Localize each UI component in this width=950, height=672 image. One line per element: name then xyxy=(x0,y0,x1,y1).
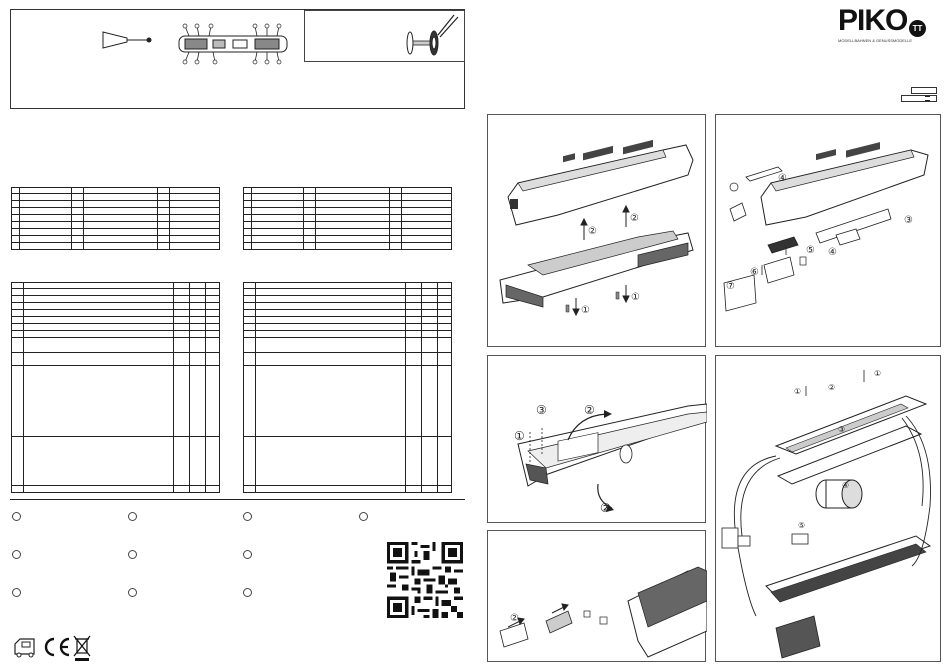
brand-tagline: MODELLBAHNEN & GENUSSMODELLE xyxy=(838,38,913,43)
step-label: ① xyxy=(631,292,640,303)
step-label: ④ xyxy=(842,481,849,490)
language-marker xyxy=(12,512,21,521)
language-marker xyxy=(128,588,137,597)
language-marker xyxy=(243,512,252,521)
wheel-detail-box xyxy=(304,10,465,62)
coupler-illustration: ② xyxy=(499,566,707,658)
label-box-2 xyxy=(901,95,937,102)
step-label: ② xyxy=(600,501,611,515)
equals-sign xyxy=(925,96,930,101)
diagram-panel-chassis-release: ③ ② ① ② xyxy=(487,355,707,523)
motor-wiring-illustration: ① ② ① ③ ④ ⑤ xyxy=(721,369,932,659)
language-marker xyxy=(243,550,252,559)
language-marker xyxy=(128,512,137,521)
step-label: ③ xyxy=(838,425,845,434)
parts-table-top-left xyxy=(11,187,220,250)
language-marker xyxy=(359,512,368,521)
brand-logo: PIKO xyxy=(838,4,908,37)
locomotive-topview-icon xyxy=(178,23,288,65)
step-label: ③ xyxy=(536,403,547,417)
qr-code-icon xyxy=(387,542,463,618)
language-marker xyxy=(128,550,137,559)
step-label: ⑦ xyxy=(726,281,735,292)
step-label: ⑥ xyxy=(750,267,759,278)
function-table-right xyxy=(243,282,452,493)
language-marker xyxy=(12,550,21,559)
step-label: ① xyxy=(794,387,801,396)
step-label: ① xyxy=(514,429,525,443)
ce-mark-icon xyxy=(44,637,70,657)
step-label: ⑤ xyxy=(806,245,815,256)
wheelset-tweezers-icon xyxy=(406,14,459,56)
label-box-1 xyxy=(911,87,937,94)
lamp-icon xyxy=(102,31,152,49)
language-marker xyxy=(243,588,252,597)
parts-table-top-right xyxy=(243,187,452,250)
crossed-bin-icon xyxy=(73,635,91,661)
chassis-release-illustration: ③ ② ① ② xyxy=(514,403,707,515)
brand-badge-icon: TT xyxy=(909,20,926,37)
diagram-panel-coupler: ② xyxy=(487,530,707,662)
step-label: ⑤ xyxy=(798,521,805,530)
step-label: ② xyxy=(510,613,519,624)
step-label: ④ xyxy=(778,173,787,184)
diagram-panel-motor-wiring: ① ② ① ③ ④ ⑤ xyxy=(715,355,941,662)
step-label: ① xyxy=(874,369,881,378)
diagram-panel-body-removal: ② ② ① ① xyxy=(487,114,706,347)
locomotive-body-illustration: ② ② ① ① xyxy=(499,139,694,317)
top-info-box xyxy=(10,9,465,109)
step-label: ② xyxy=(584,403,595,417)
step-label: ② xyxy=(630,213,639,224)
parts-exploded-illustration: ④ ③ ④ ⑤ ⑥ ⑦ xyxy=(723,142,929,312)
diagram-panel-parts-exploded: ④ ③ ④ ⑤ ⑥ ⑦ xyxy=(715,114,941,347)
step-label: ② xyxy=(828,383,835,392)
step-label: ② xyxy=(588,226,597,237)
language-marker xyxy=(12,588,21,597)
step-label: ③ xyxy=(904,215,913,226)
step-label: ① xyxy=(581,305,590,316)
train-icon xyxy=(14,638,35,658)
function-table-left xyxy=(11,282,220,493)
step-label: ④ xyxy=(828,247,837,258)
section-divider xyxy=(10,499,465,500)
